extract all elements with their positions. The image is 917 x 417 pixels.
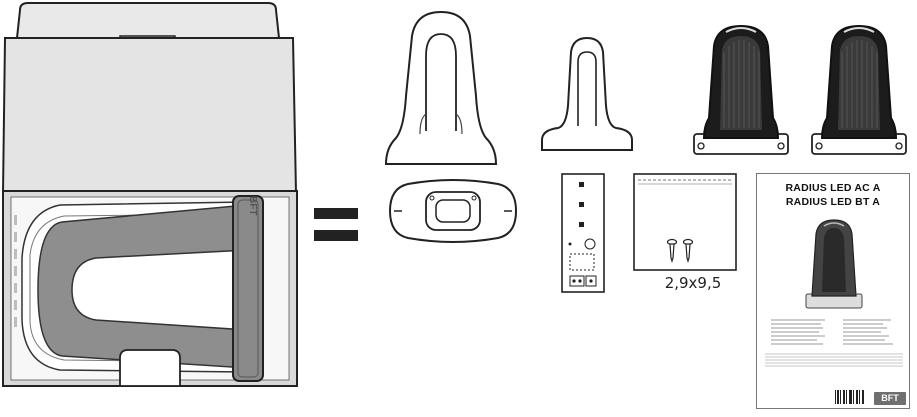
cover-outline-large [384, 10, 498, 165]
manual-title-line1: RADIUS LED AC A [785, 182, 881, 194]
manual-cover-illustration [805, 219, 863, 309]
manual-text-block [765, 319, 903, 367]
screw-size-label: 2,9x9,5 [664, 274, 722, 292]
base-plate [388, 179, 518, 243]
cover-outline-slim [541, 36, 633, 151]
instruction-manual: RADIUS LED AC A RADIUS LED BT A [756, 173, 910, 409]
screw-icon [666, 238, 694, 263]
equals-sign [314, 208, 358, 241]
screws-bag [633, 173, 737, 271]
cover-black-1 [693, 24, 789, 155]
manual-barcode [835, 390, 864, 404]
led-circuit-board [561, 173, 605, 293]
cover-black-2 [811, 24, 907, 155]
package-box-illustration [1, 1, 298, 387]
manual-brand-logo: BFT [874, 392, 906, 405]
manual-title-line2: RADIUS LED BT A [785, 196, 881, 208]
box-brand-logo: BFT [247, 196, 258, 216]
